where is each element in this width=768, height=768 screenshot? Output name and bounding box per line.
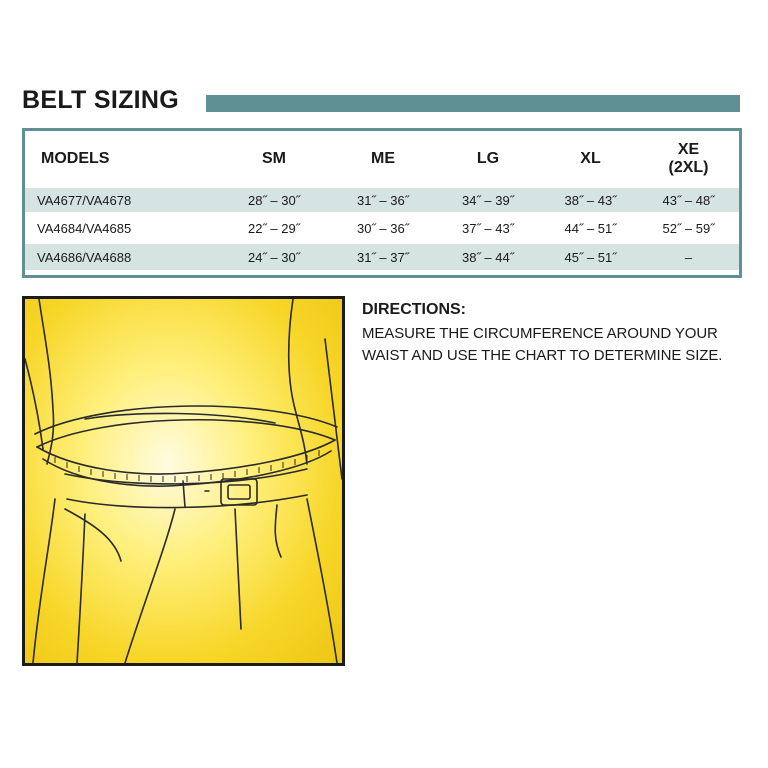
- row-value-xe: 52˝ – 59˝: [662, 220, 715, 236]
- table-row: VA4684/VA4685 22˝ – 29˝ 30˝ – 36˝ 37˝ – …: [25, 216, 739, 240]
- belt-loop: [182, 480, 186, 508]
- pants-left-outline: [32, 498, 56, 663]
- header-size-xl: XL: [580, 150, 601, 167]
- pants-crease: [124, 508, 176, 663]
- sizing-table: MODELS SM ME LG XL XE (2XL) VA4677/VA467…: [22, 128, 742, 278]
- belt-buckle-inner: [227, 484, 251, 500]
- pants-fly: [234, 508, 242, 630]
- title-accent-bar: [206, 95, 740, 112]
- header-size-me: ME: [371, 150, 395, 167]
- torso-right-outline: [287, 299, 308, 465]
- table-row: VA4686/VA4688 24˝ – 30˝ 31˝ – 37˝ 38˝ – …: [25, 244, 739, 270]
- belt-top-edge: [64, 468, 308, 485]
- belt-bottom-edge: [66, 494, 308, 509]
- tape-back-edge-top: [34, 405, 338, 435]
- row-value-sm: 28˝ – 30˝: [247, 192, 301, 208]
- row-model: VA4686/VA4688: [37, 249, 132, 265]
- tape-front-edge-bottom: [42, 450, 332, 487]
- row-model: VA4684/VA4685: [37, 220, 132, 236]
- header-models: MODELS: [41, 150, 110, 167]
- header-size-xe: XE (2XL): [668, 141, 709, 176]
- row-value-lg: 37˝ – 43˝: [461, 220, 515, 236]
- title-accent-bar-fill: [206, 95, 740, 112]
- header-size-lg: LG: [476, 150, 500, 167]
- belly-crease: [84, 412, 276, 424]
- header-size-sm: SM: [262, 150, 286, 167]
- pocket-right: [274, 504, 282, 558]
- row-value-xe: –: [684, 249, 693, 265]
- row-value-me: 30˝ – 36˝: [356, 220, 410, 236]
- tape-front-edge-top: [36, 439, 336, 475]
- row-model: VA4677/VA4678: [37, 192, 132, 208]
- row-value-xe: 43˝ – 48˝: [662, 192, 715, 208]
- arm-right-outline: [324, 338, 342, 480]
- directions-text: MEASURE THE CIRCUMFERENCE AROUND YOUR WA…: [362, 325, 723, 364]
- page-title: BELT SIZING: [22, 86, 179, 114]
- row-value-lg: 38˝ – 44˝: [461, 249, 515, 265]
- row-value-xl: 38˝ – 43˝: [564, 192, 617, 208]
- directions-heading: DIRECTIONS:: [362, 301, 466, 318]
- row-value-sm: 22˝ – 29˝: [247, 220, 301, 236]
- tape-back-edge-bottom: [36, 418, 336, 448]
- arm-left-outline: [25, 358, 44, 450]
- waist-measurement-icon: [25, 299, 342, 663]
- pants-right-outline: [306, 498, 338, 663]
- row-value-lg: 34˝ – 39˝: [461, 192, 515, 208]
- pants-inner-left: [76, 513, 86, 663]
- waist-measurement-illustration: [22, 296, 345, 666]
- table-row: VA4677/VA4678 28˝ – 30˝ 31˝ – 36˝ 34˝ – …: [25, 188, 739, 212]
- row-value-sm: 24˝ – 30˝: [247, 249, 301, 265]
- torso-left-outline: [38, 299, 55, 465]
- row-value-me: 31˝ – 36˝: [356, 192, 410, 208]
- belt-buckle-frame: [220, 478, 258, 506]
- row-value-xl: 44˝ – 51˝: [564, 220, 617, 236]
- table-header-row: MODELS SM ME LG XL XE (2XL): [25, 131, 739, 187]
- pocket-left: [64, 508, 122, 562]
- row-value-xl: 45˝ – 51˝: [564, 249, 617, 265]
- row-value-me: 31˝ – 37˝: [356, 249, 410, 265]
- tape-ticks: [54, 450, 320, 482]
